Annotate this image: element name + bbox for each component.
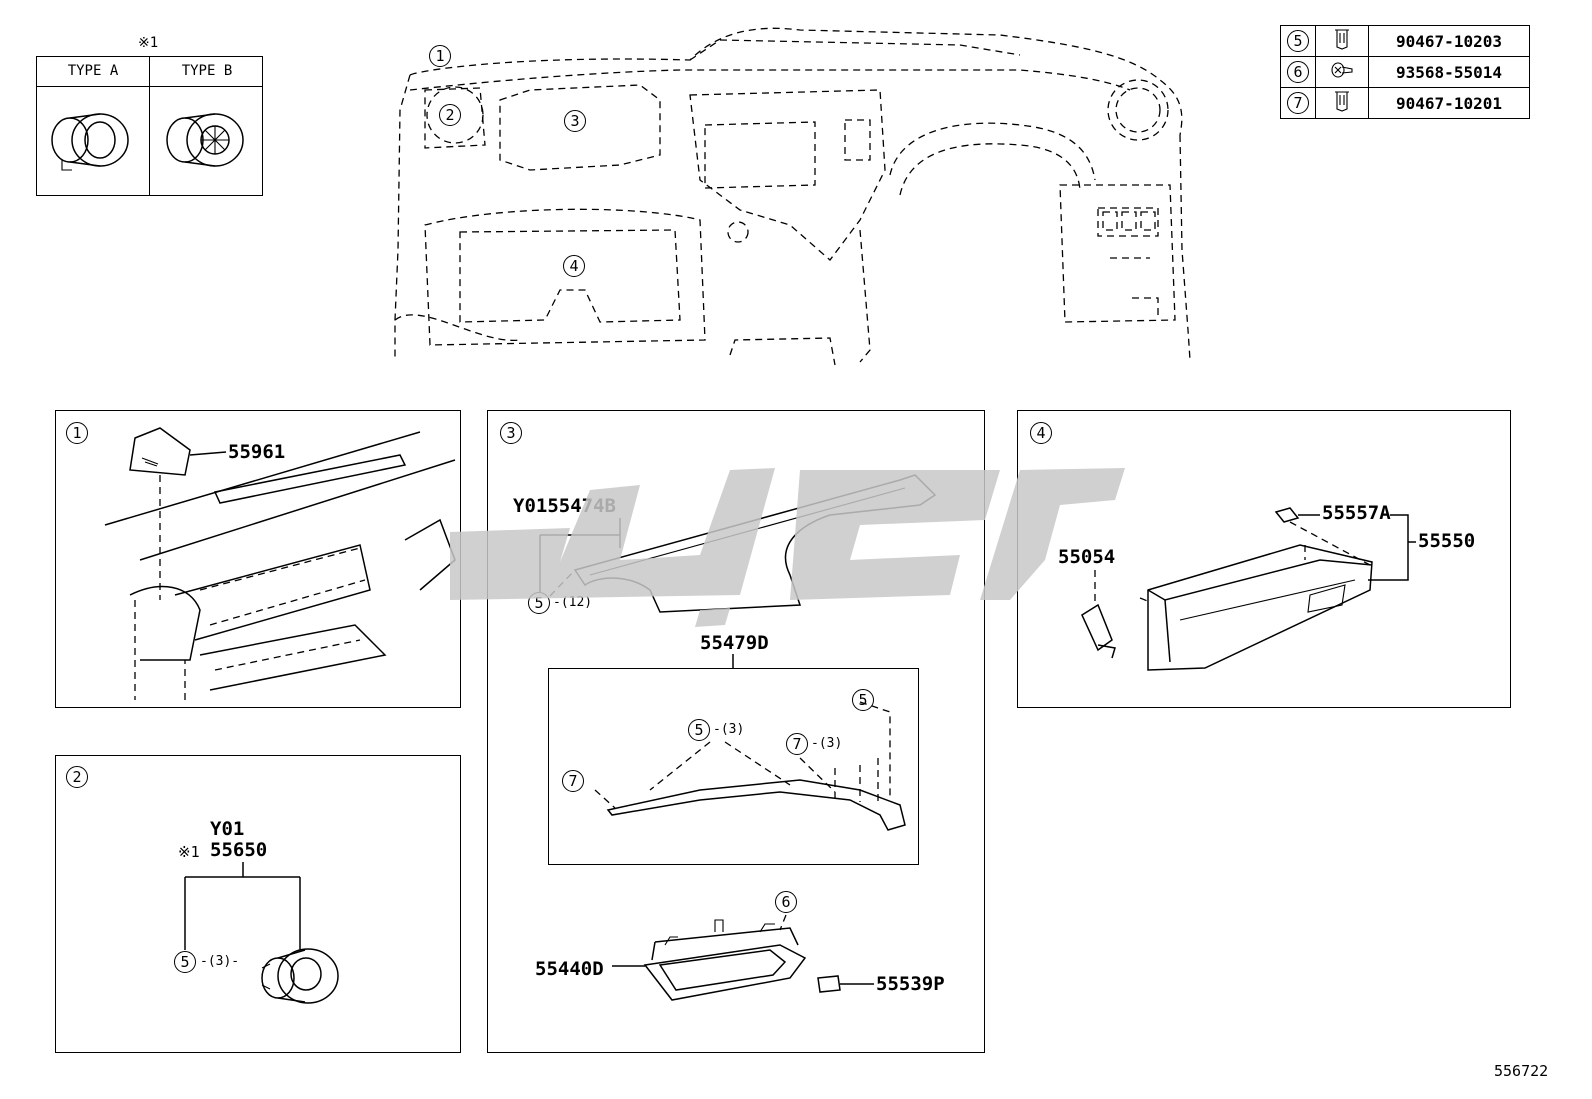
vent-type-b-icon [166, 113, 244, 167]
panel-2-qty: -(3)- [200, 954, 240, 969]
fastener-row: 5 90467-10203 [1280, 25, 1530, 57]
panel-3-handle-ref: 6 [775, 891, 797, 913]
part-55054: 55054 [1058, 546, 1116, 568]
ref-6-badge: 6 [1287, 61, 1309, 83]
overview-callout-2: 2 [439, 104, 461, 126]
panel-3-sub-ref-5c: 5 [852, 689, 874, 711]
panel-2 [55, 755, 461, 1053]
fastener-table: 5 90467-10203 6 93568-55014 7 90467-1020… [1280, 25, 1530, 119]
fastener-part-number: 93568-55014 [1368, 56, 1530, 88]
overview-callout-1: 1 [429, 45, 451, 67]
panel-3 [487, 410, 985, 1053]
panel-2-code: Y01 [210, 818, 245, 840]
panel-3-sub-ref-7b: 7 [786, 733, 808, 755]
panel-2-ref-5: 5 [174, 951, 196, 973]
part-55557a: 55557A [1322, 502, 1391, 524]
panel-3-sub-qty-b: -(3) [811, 736, 843, 751]
panel-2-note-mark: ※1 [178, 843, 200, 861]
panel-4-index: 4 [1030, 422, 1052, 444]
overview-callout-4: 4 [563, 255, 585, 277]
illustration-number: 556722 [1494, 1062, 1549, 1080]
part-55961: 55961 [228, 441, 286, 463]
vent-icon [261, 948, 339, 1004]
sub-box-55479d [548, 668, 919, 865]
panel-1-index: 1 [66, 422, 88, 444]
type-note-mark: ※1 [138, 35, 159, 51]
panel-3-sub-ref-5a: 5 [688, 719, 710, 741]
fastener-part-number: 90467-10203 [1368, 25, 1530, 57]
fastener-row: 7 90467-10201 [1280, 87, 1530, 119]
type-b-label: TYPE B [181, 63, 233, 79]
panel-3-sub-ref-7d: 7 [562, 770, 584, 792]
part-55539p: 55539P [876, 973, 945, 995]
overview-callout-3: 3 [564, 110, 586, 132]
part-55440d: 55440D [535, 958, 604, 980]
part-55650: 55650 [210, 839, 268, 861]
type-table: TYPE A TYPE B [36, 56, 263, 196]
panel-2-index: 2 [66, 766, 88, 788]
part-55550: 55550 [1418, 530, 1476, 552]
fastener-row: 6 93568-55014 [1280, 56, 1530, 88]
vent-type-a-icon [51, 113, 129, 171]
type-a-label: TYPE A [67, 63, 119, 79]
fastener-part-number: 90467-10201 [1368, 87, 1530, 119]
panel-3-top-qty: -(12) [553, 595, 593, 610]
part-55479d: 55479D [700, 632, 769, 654]
panel-3-sub-qty-a: -(3) [713, 722, 745, 737]
ref-7-badge: 7 [1287, 92, 1309, 114]
ref-5-badge: 5 [1287, 30, 1309, 52]
panel-3-index: 3 [500, 422, 522, 444]
clip-icon [1315, 25, 1369, 57]
